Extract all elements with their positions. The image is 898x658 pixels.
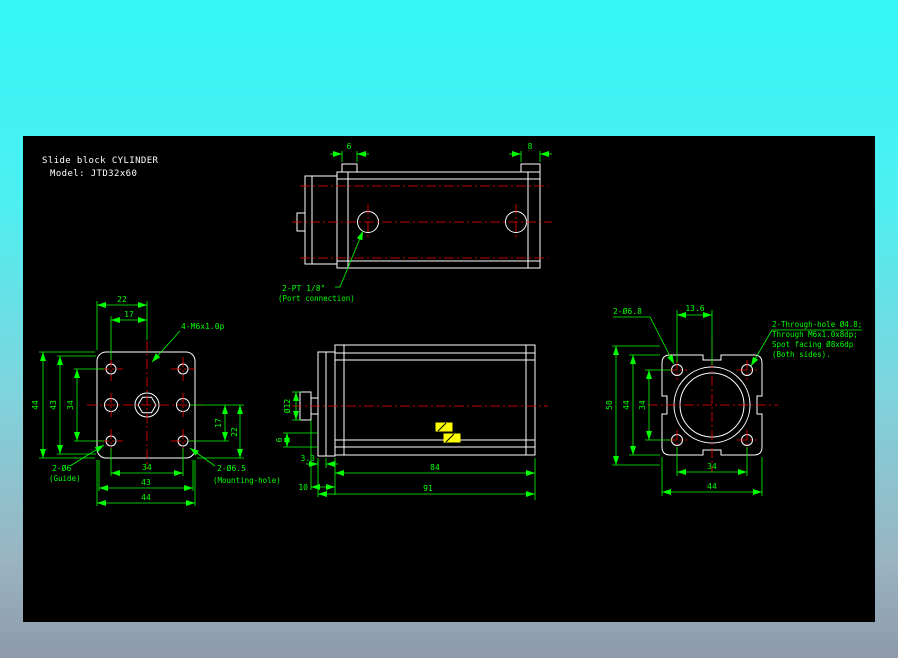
tap-label: 4-M6x1.0p <box>181 322 225 331</box>
dim-front-17: 17 <box>124 310 134 319</box>
end-note-line2: Through M6x1.0x8dp; <box>772 330 858 339</box>
hole-label: 2-Ø6.8 <box>613 306 642 316</box>
dim-top-6: 6 <box>347 142 352 151</box>
dim-top-8: 8 <box>528 142 533 151</box>
title-block: Slide block CYLINDER Model: JTD32x60 <box>42 156 159 179</box>
dim-end-left-44: 44 <box>622 400 631 410</box>
dim-end-left-50: 50 <box>605 400 614 410</box>
dim-front-bottom-43: 43 <box>141 478 151 487</box>
drawing-canvas[interactable] <box>23 136 875 622</box>
dim-end-bottom-44: 44 <box>707 482 717 491</box>
mount-note: (Mounting-hole) <box>213 476 281 485</box>
dim-front-bottom-34: 34 <box>142 463 152 472</box>
drawing-title: Slide block CYLINDER <box>42 156 159 166</box>
dim-front-22: 22 <box>117 295 127 304</box>
dim-front-right-17: 17 <box>214 418 223 428</box>
end-note-line3: Spot facing Ø8x6dp <box>772 340 854 349</box>
dim-end-bottom-34: 34 <box>707 462 717 471</box>
magnet-marks <box>435 422 461 443</box>
dim-side-84: 84 <box>430 463 440 472</box>
end-note-line1: 2-Through-hole Ø4.8; <box>772 320 862 329</box>
end-note-line4: (Both sides). <box>772 350 831 359</box>
dimension-text: 6 8 2-PT 1/8" (Port connection) 22 17 4-… <box>31 142 862 502</box>
dim-front-right-22: 22 <box>230 427 239 437</box>
guide-label: 2-Ø6 <box>52 463 71 473</box>
dim-front-bottom-44: 44 <box>141 493 151 502</box>
dim-side-3-3: 3.3 <box>301 454 316 463</box>
guide-note: (Guide) <box>49 474 81 483</box>
dim-side-6: 6 <box>275 437 284 442</box>
port-note: (Port connection) <box>278 294 355 303</box>
centerlines <box>87 185 778 472</box>
dim-end-13-6: 13.6 <box>685 304 704 313</box>
dim-end-left-34: 34 <box>638 400 647 410</box>
extrusion-profile <box>661 354 763 456</box>
drawing-model: Model: JTD32x60 <box>50 169 137 179</box>
dim-front-left-43: 43 <box>49 400 58 410</box>
dim-side-91: 91 <box>423 484 433 493</box>
mount-label: 2-Ø6.5 <box>217 463 246 473</box>
dim-side-10: 10 <box>298 483 308 492</box>
dim-front-left-34: 34 <box>66 400 75 410</box>
port-label: 2-PT 1/8" <box>282 284 325 293</box>
dim-side-rod: Ø12 <box>282 399 292 414</box>
dim-front-left-44: 44 <box>31 400 40 410</box>
top-view-outline <box>296 163 541 269</box>
dimension-lines <box>39 151 862 506</box>
